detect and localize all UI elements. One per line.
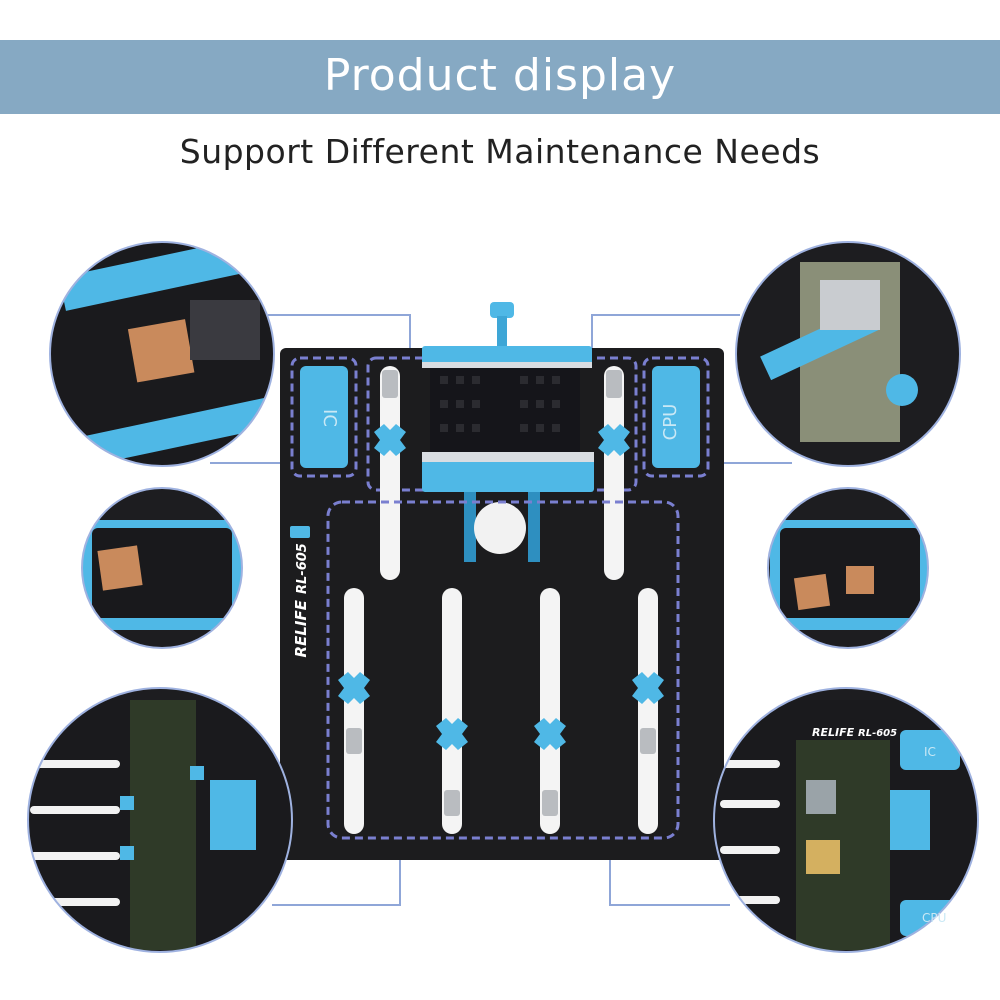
connector-lines — [210, 314, 792, 906]
detail-circle-top-right — [735, 241, 961, 467]
cpu-slot-label: CPU — [660, 404, 681, 441]
ic-slot — [300, 366, 348, 468]
rail-clip — [436, 718, 468, 750]
rail-clip — [534, 718, 566, 750]
detail-cpu-label: CPU — [922, 911, 946, 925]
cpu-slot-outline — [642, 356, 710, 478]
adjust-knob — [490, 302, 514, 318]
detail-circle-bottom-left — [27, 687, 293, 953]
detail-circle-top-left — [49, 241, 275, 467]
main-board — [280, 302, 724, 860]
ic-slot-outline — [290, 356, 358, 478]
rail-clip — [632, 672, 664, 704]
detail-brand-label: RELIFE — [812, 726, 855, 739]
rail-clip — [374, 424, 406, 456]
rail-clip — [338, 672, 370, 704]
page-title: Product display — [323, 50, 677, 101]
detail-circle-mid-left — [81, 487, 243, 649]
detail-model-label: RL-605 — [858, 728, 897, 739]
detail-circle-mid-right — [767, 487, 929, 649]
brand-label: RELIFE — [292, 599, 310, 657]
top-clamp-bar — [422, 346, 592, 366]
header-banner: Product display — [0, 40, 1000, 114]
ic-slot-label: IC — [319, 409, 340, 427]
detail-ic-label: IC — [924, 745, 936, 759]
model-label: RL-605 — [295, 543, 310, 594]
detail-circle-bottom-right: RELIFE RL-605 IC CPU — [713, 687, 979, 953]
rail-clip — [598, 424, 630, 456]
page-subtitle: Support Different Maintenance Needs — [179, 132, 821, 171]
cpu-slot — [652, 366, 700, 468]
